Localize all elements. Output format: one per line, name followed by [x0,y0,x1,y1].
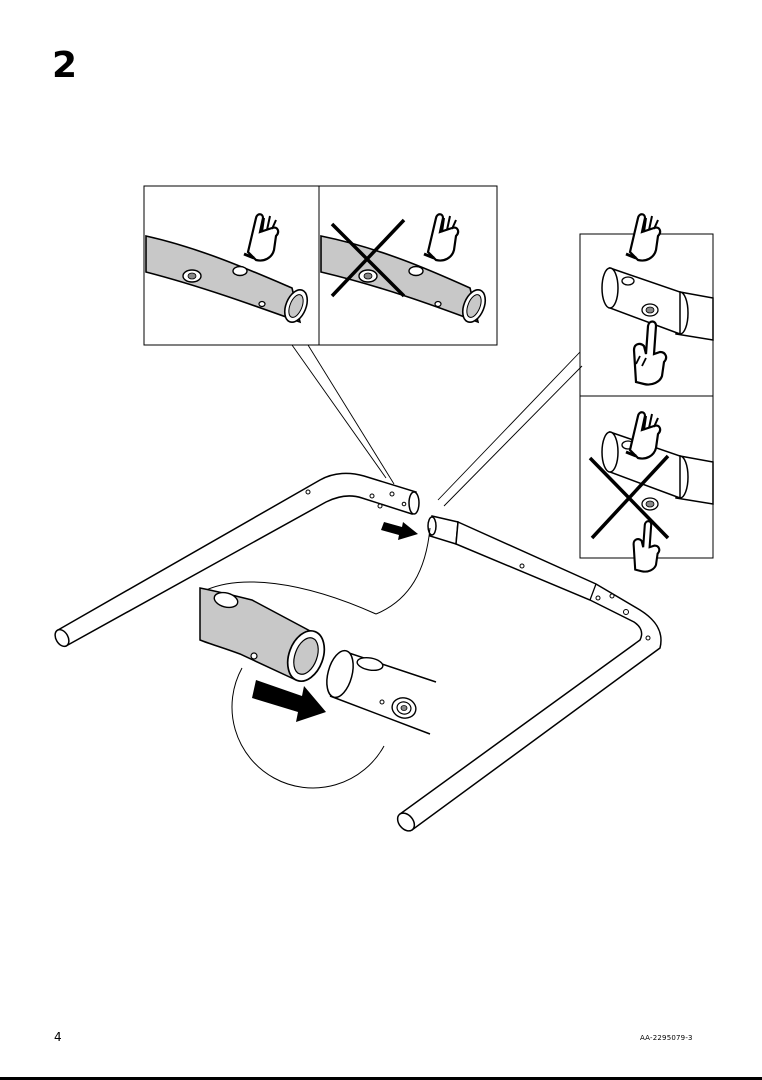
inset-panel-right-incorrect [579,395,714,573]
step-number: 2 [52,45,78,86]
document-code: AA-2295079-3 [640,1034,693,1042]
hand-pointing-icon [632,320,668,386]
page-number: 4 [54,1030,62,1044]
arrow-right-icon [252,680,326,722]
inset-panel-correct [143,185,320,346]
cross-mark-icon [330,218,406,298]
frame-right-section [396,515,662,832]
hand-pointing-icon [632,520,661,573]
bottom-rule [0,1077,762,1080]
zoom-detail [199,527,437,789]
inset-panel-incorrect [318,185,498,346]
arrow-right-icon [381,522,418,540]
inset-panel-right-correct [579,212,714,397]
frame-left-section [54,472,420,648]
cross-mark-icon [588,454,670,540]
